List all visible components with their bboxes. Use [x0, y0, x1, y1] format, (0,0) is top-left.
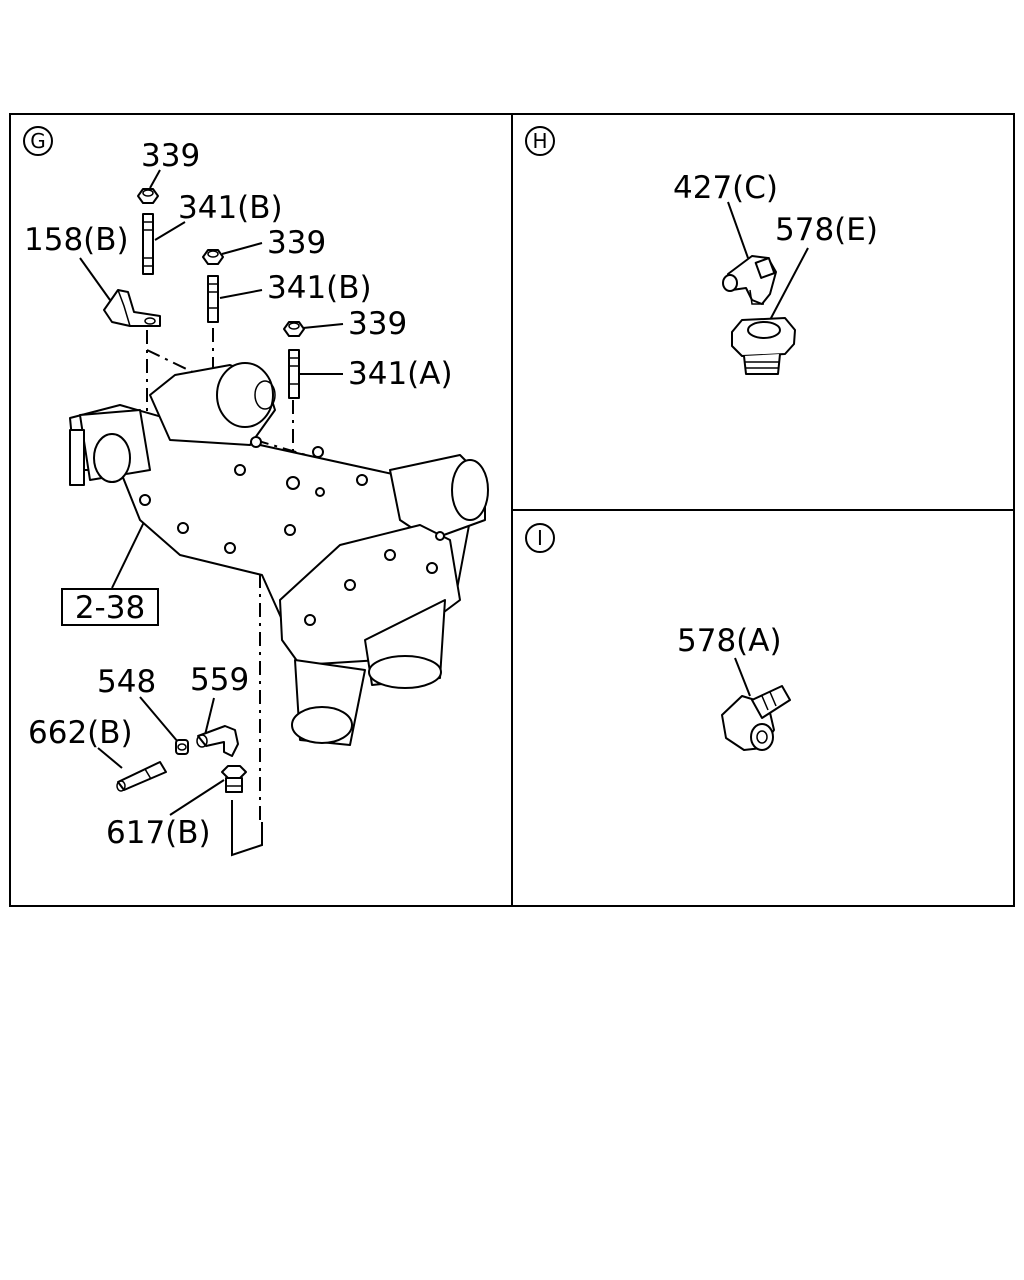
label-158b: 158(B): [24, 222, 129, 258]
panel-h: H 427(C) 578(E): [525, 126, 878, 375]
stud-341a: [288, 349, 300, 399]
label-662b: 662(B): [28, 715, 133, 751]
label-617b: 617(B): [106, 815, 211, 851]
hose-line: [231, 800, 263, 857]
nut-339-top: [137, 188, 159, 204]
panel-h-marker: H: [532, 129, 547, 153]
fitting-617b: [221, 765, 247, 793]
sleeve-662b: [116, 761, 167, 792]
plug-578e: [731, 317, 796, 375]
elbow-427c: [722, 255, 777, 305]
leader-lines-h: [727, 201, 809, 321]
label-339-top: 339: [141, 138, 200, 174]
nut-339-low: [283, 321, 305, 337]
stud-341b-mid: [207, 275, 219, 323]
fitting-548: [175, 739, 189, 755]
label-341b-mid: 341(B): [267, 270, 372, 306]
panel-g-marker-circle: [23, 126, 53, 156]
label-548: 548: [97, 664, 156, 700]
label-339-mid: 339: [267, 225, 326, 261]
label-578e: 578(E): [775, 212, 878, 248]
ref-box-2-38: [61, 588, 159, 626]
panel-i-marker: I: [537, 526, 543, 550]
label-341b-top: 341(B): [178, 190, 283, 226]
bracket-158b: [103, 289, 161, 327]
label-ref-2-38: 2-38: [75, 590, 145, 626]
panel-i-marker-circle: [525, 523, 555, 553]
panel-g-marker: G: [30, 129, 46, 153]
label-339-low: 339: [348, 306, 407, 342]
panel-i: I 578(A): [525, 523, 791, 751]
label-559: 559: [190, 662, 249, 698]
label-578a: 578(A): [677, 623, 782, 659]
main-assembly: [69, 362, 489, 746]
leader-line-578a: [734, 657, 751, 697]
stud-341b-top: [142, 213, 154, 275]
panel-g: G 339 341(B) 158(B) 339 341(B) 339 341(A…: [23, 126, 489, 857]
nut-339-mid: [202, 249, 224, 265]
label-427c: 427(C): [673, 170, 778, 206]
label-341a: 341(A): [348, 356, 453, 392]
elbow-578a: [721, 685, 791, 751]
pipe-559: [196, 725, 239, 757]
panel-h-marker-circle: [525, 126, 555, 156]
leader-lines-g: [79, 169, 344, 816]
